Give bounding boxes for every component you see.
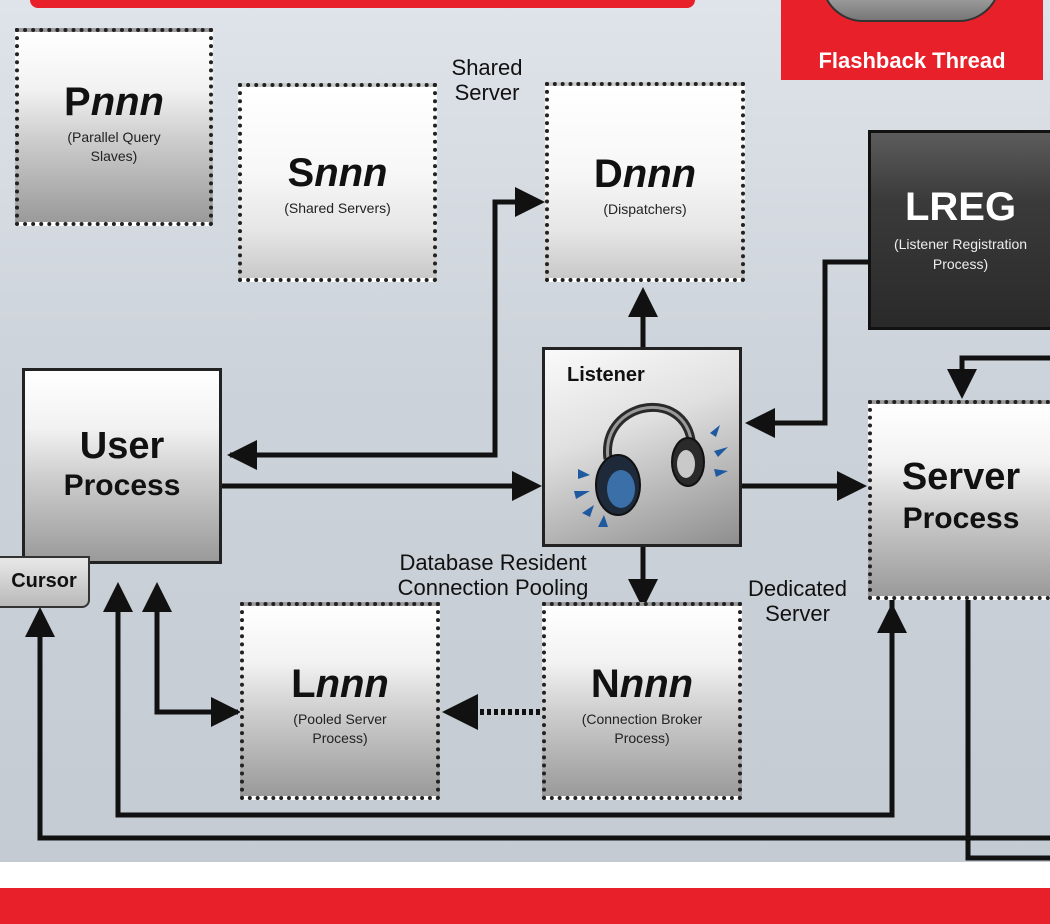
lnnn-box: Lnnn (Pooled Server Process) — [240, 602, 440, 800]
lreg-listener-arrow — [745, 259, 868, 438]
lreg-desc: (Listener Registration Process) — [893, 236, 1028, 272]
lnnn-user-loop — [142, 582, 238, 715]
cursor-loop — [25, 607, 1050, 841]
snnn-desc: (Shared Servers) — [284, 200, 391, 216]
server-top-loop — [947, 355, 1050, 399]
lnnn-desc: (Pooled Server Process) — [293, 711, 387, 746]
pnnn-desc: (Parallel Query Slaves) — [67, 129, 161, 164]
bottom-white-strip — [0, 862, 1050, 888]
bottom-banner — [0, 888, 1050, 924]
lreg-title: LREG — [904, 185, 1017, 229]
server-bottom-line — [965, 600, 1050, 861]
lnnn-title: Lnnn — [291, 662, 389, 706]
shared-server-label: Shared Server — [451, 55, 523, 106]
listener-box: Listener — [542, 347, 742, 547]
snnn-box: Snnn (Shared Servers) — [238, 83, 437, 282]
flashback-label: Flashback Thread — [818, 48, 1006, 73]
headphones-icon — [574, 402, 728, 527]
server-process-line1: Server — [901, 456, 1021, 498]
dedicated-server-label: Dedicated Server — [747, 576, 848, 627]
top-banner-left — [30, 0, 695, 8]
user-process-box: User Process — [22, 368, 222, 564]
cursor-label: Cursor — [11, 570, 77, 592]
lreg-box: LREG (Listener Registration Process) — [868, 130, 1050, 330]
drcp-label: Database Resident Connection Pooling — [397, 550, 589, 601]
user-process-line2: Process — [63, 469, 181, 502]
listener-title: Listener — [567, 364, 645, 386]
dnnn-desc: (Dispatchers) — [603, 201, 687, 217]
nnnn-title: Nnnn — [590, 662, 694, 706]
server-process-box: Server Process — [868, 400, 1050, 600]
pnnn-title: Pnnn — [64, 80, 164, 124]
snnn-title: Snnn — [287, 151, 388, 195]
nnnn-box: Nnnn (Connection Broker Process) — [542, 602, 742, 800]
nnnn-desc: (Connection Broker Process) — [581, 711, 703, 746]
server-process-line2: Process — [902, 502, 1020, 535]
cursor-box: Cursor — [0, 556, 90, 608]
dnnn-title: Dnnn — [593, 152, 697, 196]
dnnn-box: Dnnn (Dispatchers) — [545, 82, 745, 282]
pnnn-box: Pnnn (Parallel Query Slaves) — [15, 28, 213, 226]
flashback-banner: Flashback Thread — [781, 0, 1043, 80]
user-process-line1: User — [79, 425, 165, 467]
